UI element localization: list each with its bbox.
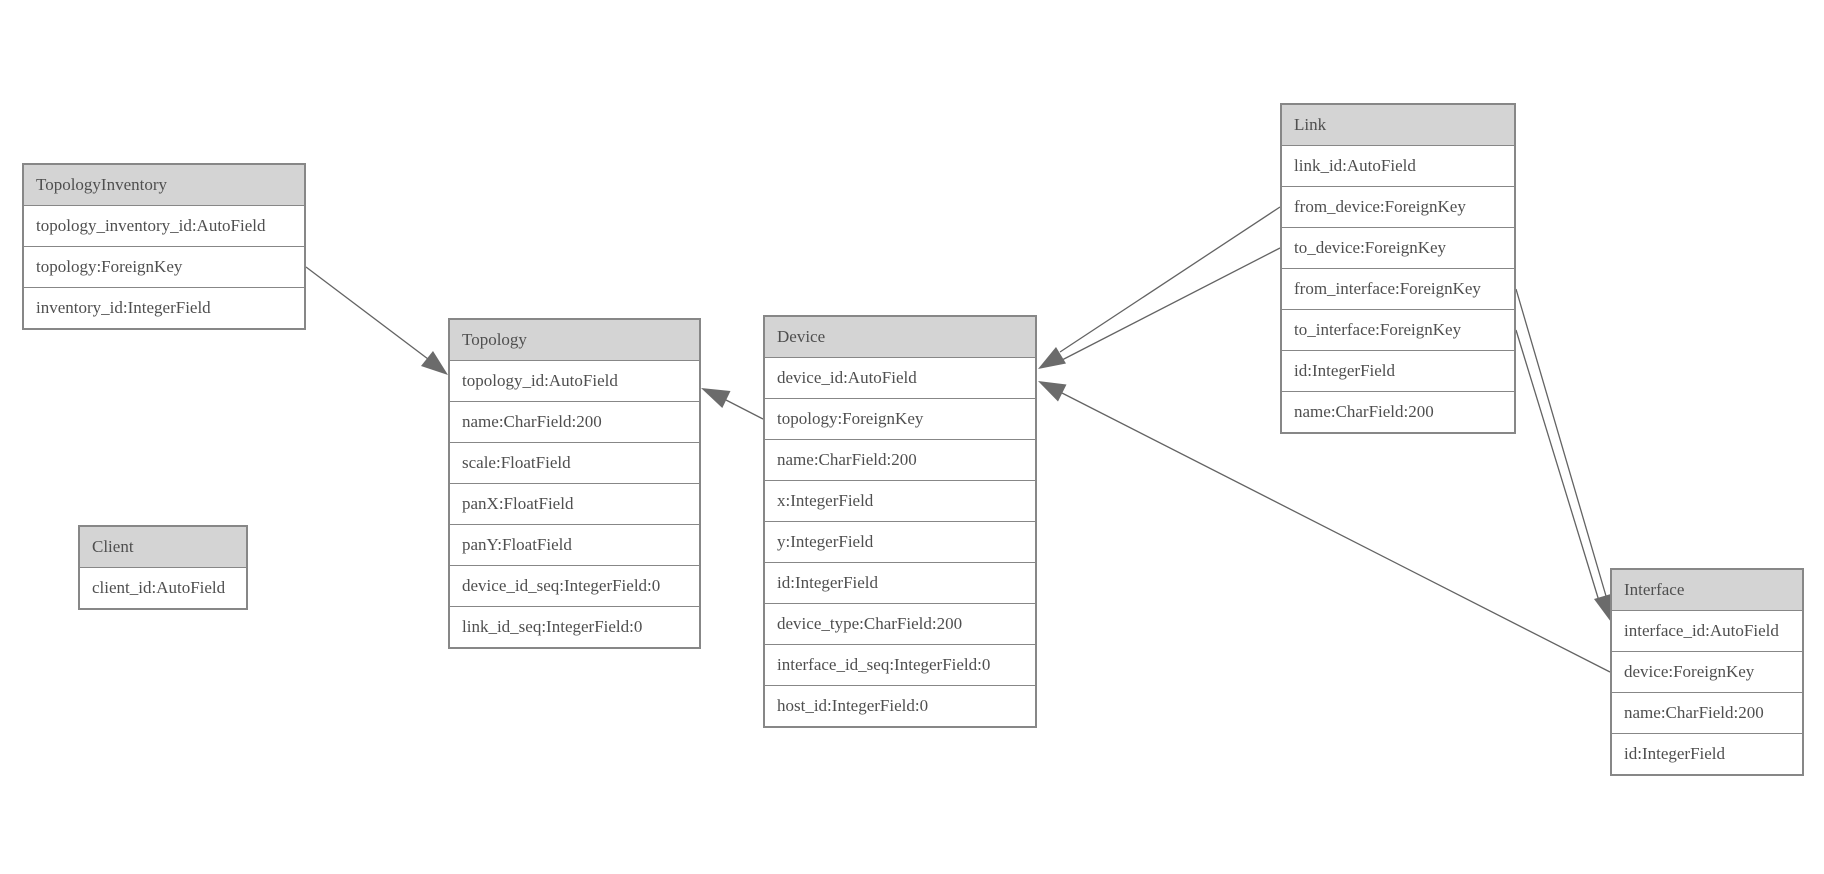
field-row: inventory_id:IntegerField (24, 287, 304, 328)
field-row: client_id:AutoField (80, 567, 246, 608)
table-header-topology: Topology (450, 320, 699, 360)
field-row: interface_id_seq:IntegerField:0 (765, 644, 1035, 685)
field-row: interface_id:AutoField (1612, 610, 1802, 651)
field-row: to_interface:ForeignKey (1282, 309, 1514, 350)
field-row: link_id_seq:IntegerField:0 (450, 606, 699, 647)
field-row: id:IntegerField (1282, 350, 1514, 391)
field-row: link_id:AutoField (1282, 145, 1514, 186)
field-row: device_id_seq:IntegerField:0 (450, 565, 699, 606)
relation-line-topologyinventory-topology (305, 266, 429, 360)
field-row: topology_inventory_id:AutoField (24, 205, 304, 246)
field-row: topology:ForeignKey (765, 398, 1035, 439)
table-header-link: Link (1282, 105, 1514, 145)
arrowhead-into-topology-left (421, 351, 448, 375)
relation-line-link-from-device (1059, 206, 1281, 353)
relation-line-link-from-interface (1515, 288, 1607, 597)
relation-line-link-to-interface (1515, 329, 1600, 602)
field-row: device_type:CharField:200 (765, 603, 1035, 644)
table-header-device: Device (765, 317, 1035, 357)
table-header-topologyinventory: TopologyInventory (24, 165, 304, 205)
field-row: topology:ForeignKey (24, 246, 304, 287)
relation-line-device-topology (725, 399, 764, 420)
field-row: panY:FloatField (450, 524, 699, 565)
field-row: from_device:ForeignKey (1282, 186, 1514, 227)
field-row: x:IntegerField (765, 480, 1035, 521)
field-row: from_interface:ForeignKey (1282, 268, 1514, 309)
field-row: device_id:AutoField (765, 357, 1035, 398)
arrowhead-into-topology-right (701, 388, 731, 408)
field-row: name:CharField:200 (450, 401, 699, 442)
field-row: panX:FloatField (450, 483, 699, 524)
relation-line-link-to-device (1061, 247, 1281, 361)
field-row: id:IntegerField (765, 562, 1035, 603)
arrowhead-into-device-from-link (1038, 347, 1066, 369)
table-header-interface: Interface (1612, 570, 1802, 610)
field-row: name:CharField:200 (765, 439, 1035, 480)
arrowhead-into-device-from-interface (1038, 381, 1067, 402)
relation-line-interface-device (1061, 392, 1611, 673)
field-row: y:IntegerField (765, 521, 1035, 562)
field-row: scale:FloatField (450, 442, 699, 483)
field-row: host_id:IntegerField:0 (765, 685, 1035, 726)
field-row: to_device:ForeignKey (1282, 227, 1514, 268)
table-header-client: Client (80, 527, 246, 567)
field-row: name:CharField:200 (1282, 391, 1514, 432)
field-row: name:CharField:200 (1612, 692, 1802, 733)
field-row: id:IntegerField (1612, 733, 1802, 774)
field-row: device:ForeignKey (1612, 651, 1802, 692)
field-row: topology_id:AutoField (450, 360, 699, 401)
